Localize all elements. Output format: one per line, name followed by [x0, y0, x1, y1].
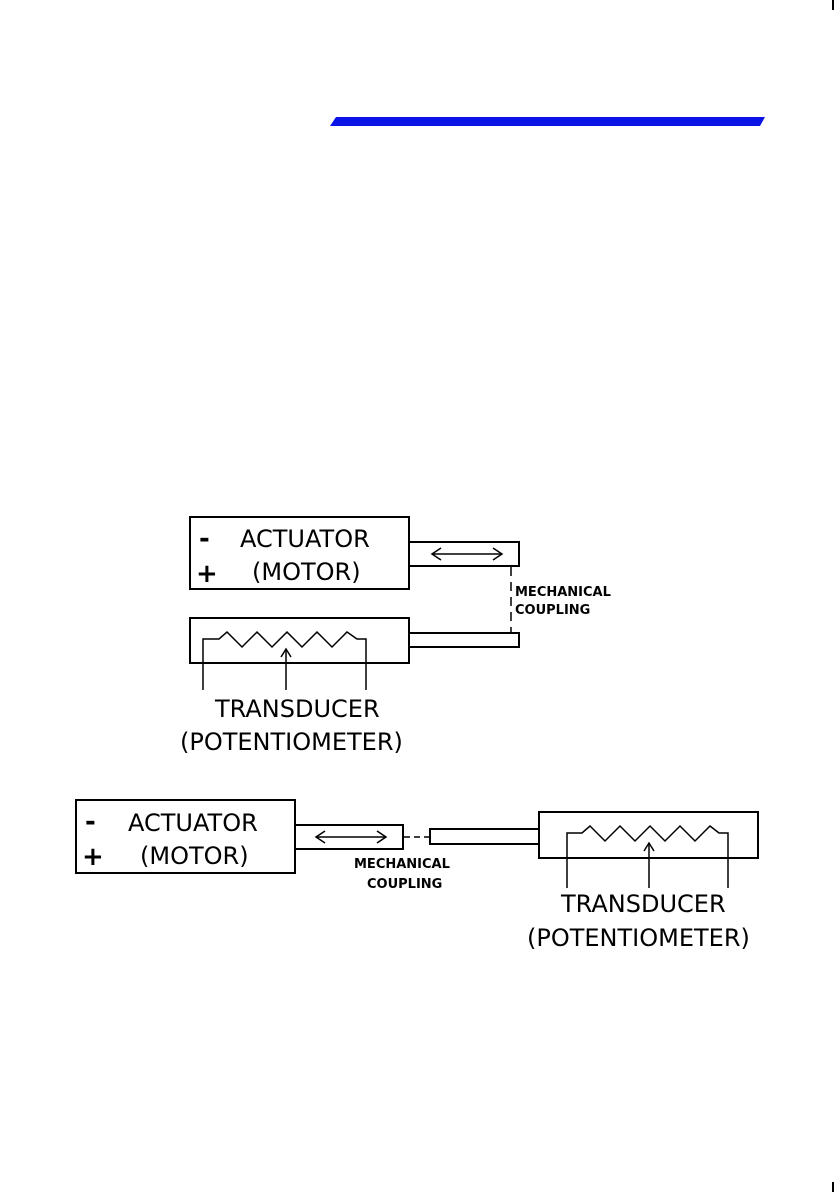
- transducer-shaft: [409, 633, 519, 647]
- actuator-label: ACTUATOR: [128, 809, 258, 837]
- transducer-label: TRANSDUCER: [560, 890, 726, 918]
- page-edge-mark-top: [832, 0, 834, 10]
- transducer-sublabel: (POTENTIOMETER): [527, 924, 750, 952]
- actuator-minus-sign: -: [85, 807, 96, 837]
- header-accent-bar: [330, 117, 765, 126]
- coupling-label: MECHANICAL: [515, 585, 611, 600]
- potentiometer-symbol: [203, 632, 366, 690]
- actuator-plus-sign: +: [196, 559, 218, 589]
- actuator-minus-sign: -: [199, 524, 210, 554]
- transducer-shaft: [430, 829, 539, 844]
- coupling-sublabel: COUPLING: [367, 877, 442, 892]
- coupling-label: MECHANICAL: [354, 857, 450, 872]
- transducer-sublabel: (POTENTIOMETER): [180, 728, 403, 756]
- coupling-sublabel: COUPLING: [515, 603, 590, 618]
- actuator-label: ACTUATOR: [240, 525, 370, 553]
- double-arrow-icon: [316, 831, 386, 843]
- page-edge-mark-bottom: [832, 1182, 834, 1192]
- actuator-plus-sign: +: [82, 842, 104, 872]
- actuator-sublabel: (MOTOR): [140, 842, 249, 870]
- double-arrow-icon: [432, 548, 502, 560]
- diagram-horizontal-coupling: - + ACTUATOR (MOTOR) MECHANICAL COUPLING: [76, 800, 758, 952]
- transducer-box: [190, 618, 409, 663]
- actuator-sublabel: (MOTOR): [252, 558, 361, 586]
- transducer-label: TRANSDUCER: [214, 695, 380, 723]
- diagram-vertical-coupling: - + ACTUATOR (MOTOR) MECHANICAL COUPLING: [180, 517, 611, 756]
